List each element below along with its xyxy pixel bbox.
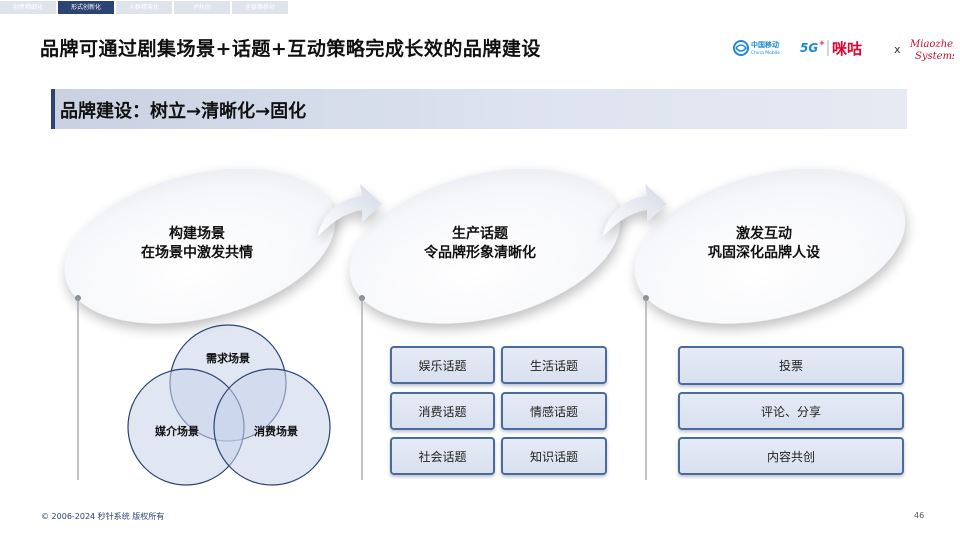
stage-2-desc: 令品牌形象清晰化 (424, 245, 536, 261)
page-number: 46 (914, 511, 925, 520)
venn-diagram (127, 324, 331, 486)
miaozhen-logo-line1: Miaozhen (909, 39, 954, 50)
stage-1-desc: 在场景中激发共情 (141, 245, 253, 261)
interaction-box-vote: 投票 (678, 346, 904, 385)
tab-audience[interactable]: 人群精准化 (116, 1, 172, 14)
section-tabs: 创意精细化 形式创新化 人群精准化 IP共创 全链路移动 (0, 1, 288, 14)
interaction-box-co-creation: 内容共创 (678, 437, 904, 475)
stage-2-heading: 生产话题 令品牌形象清晰化 (380, 225, 580, 263)
stage-3-desc: 巩固深化品牌人设 (708, 245, 820, 261)
subtitle-bar (51, 89, 907, 129)
stage-3-heading: 激发互动 巩固深化品牌人设 (664, 225, 864, 263)
topic-box-entertainment: 娱乐话题 (390, 346, 495, 384)
tab-creative[interactable]: 创意精细化 (0, 1, 56, 14)
venn-circle-consumption (213, 368, 331, 486)
stage-3-title: 激发互动 (736, 226, 792, 242)
stage-2-title: 生产话题 (452, 226, 508, 242)
migu-logo-text: 咪咕 (832, 40, 862, 58)
five-g-logo: 5G + (800, 39, 825, 55)
flow-arrow-2 (603, 184, 667, 236)
tab-format-innovation[interactable]: 形式创新化 (58, 1, 114, 14)
stage-1-title: 构建场景 (169, 226, 225, 242)
topic-box-emotion: 情感话题 (501, 392, 607, 430)
china-mobile-logo: 中国移动 China Mobile (733, 40, 780, 56)
interaction-box-comment-share: 评论、分享 (678, 392, 904, 430)
miaozhen-logo-line2: Systems (915, 51, 954, 62)
china-mobile-en-text: China Mobile (751, 50, 780, 56)
five-g-text: 5G (800, 41, 818, 55)
topic-box-life: 生活话题 (501, 346, 607, 384)
stage-ellipse-3 (634, 168, 906, 324)
venn-label-media: 媒介场景 (155, 425, 199, 438)
stage-1-heading: 构建场景 在场景中激发共情 (97, 225, 297, 263)
tab-ip[interactable]: IP共创 (174, 1, 230, 14)
partner-logos: 中国移动 China Mobile 5G + 咪咕 x Miaozhen Sys… (733, 39, 954, 62)
venn-label-consumption: 消费场景 (254, 425, 298, 438)
svg-text:+: + (819, 39, 825, 47)
topic-box-society: 社会话题 (390, 437, 495, 475)
stage-ellipse-1 (64, 168, 336, 324)
topic-box-consumption: 消费话题 (390, 392, 495, 430)
flow-arrow-1 (318, 184, 382, 236)
venn-label-demand: 需求场景 (206, 352, 250, 365)
stage-ellipse-2 (349, 168, 621, 324)
copyright-footer: © 2006-2024 秒针系统 版权所有 (41, 512, 165, 521)
subtitle: 品牌建设：树立→清晰化→固化 (60, 101, 307, 122)
subtitle-accent (51, 89, 55, 129)
china-mobile-text: 中国移动 (751, 40, 779, 49)
topic-box-knowledge: 知识话题 (501, 437, 607, 475)
times-sign: x (894, 43, 901, 56)
page-title: 品牌可通过剧集场景+话题+互动策略完成长效的品牌建设 (40, 38, 541, 60)
tab-full-link[interactable]: 全链路移动 (232, 1, 288, 14)
